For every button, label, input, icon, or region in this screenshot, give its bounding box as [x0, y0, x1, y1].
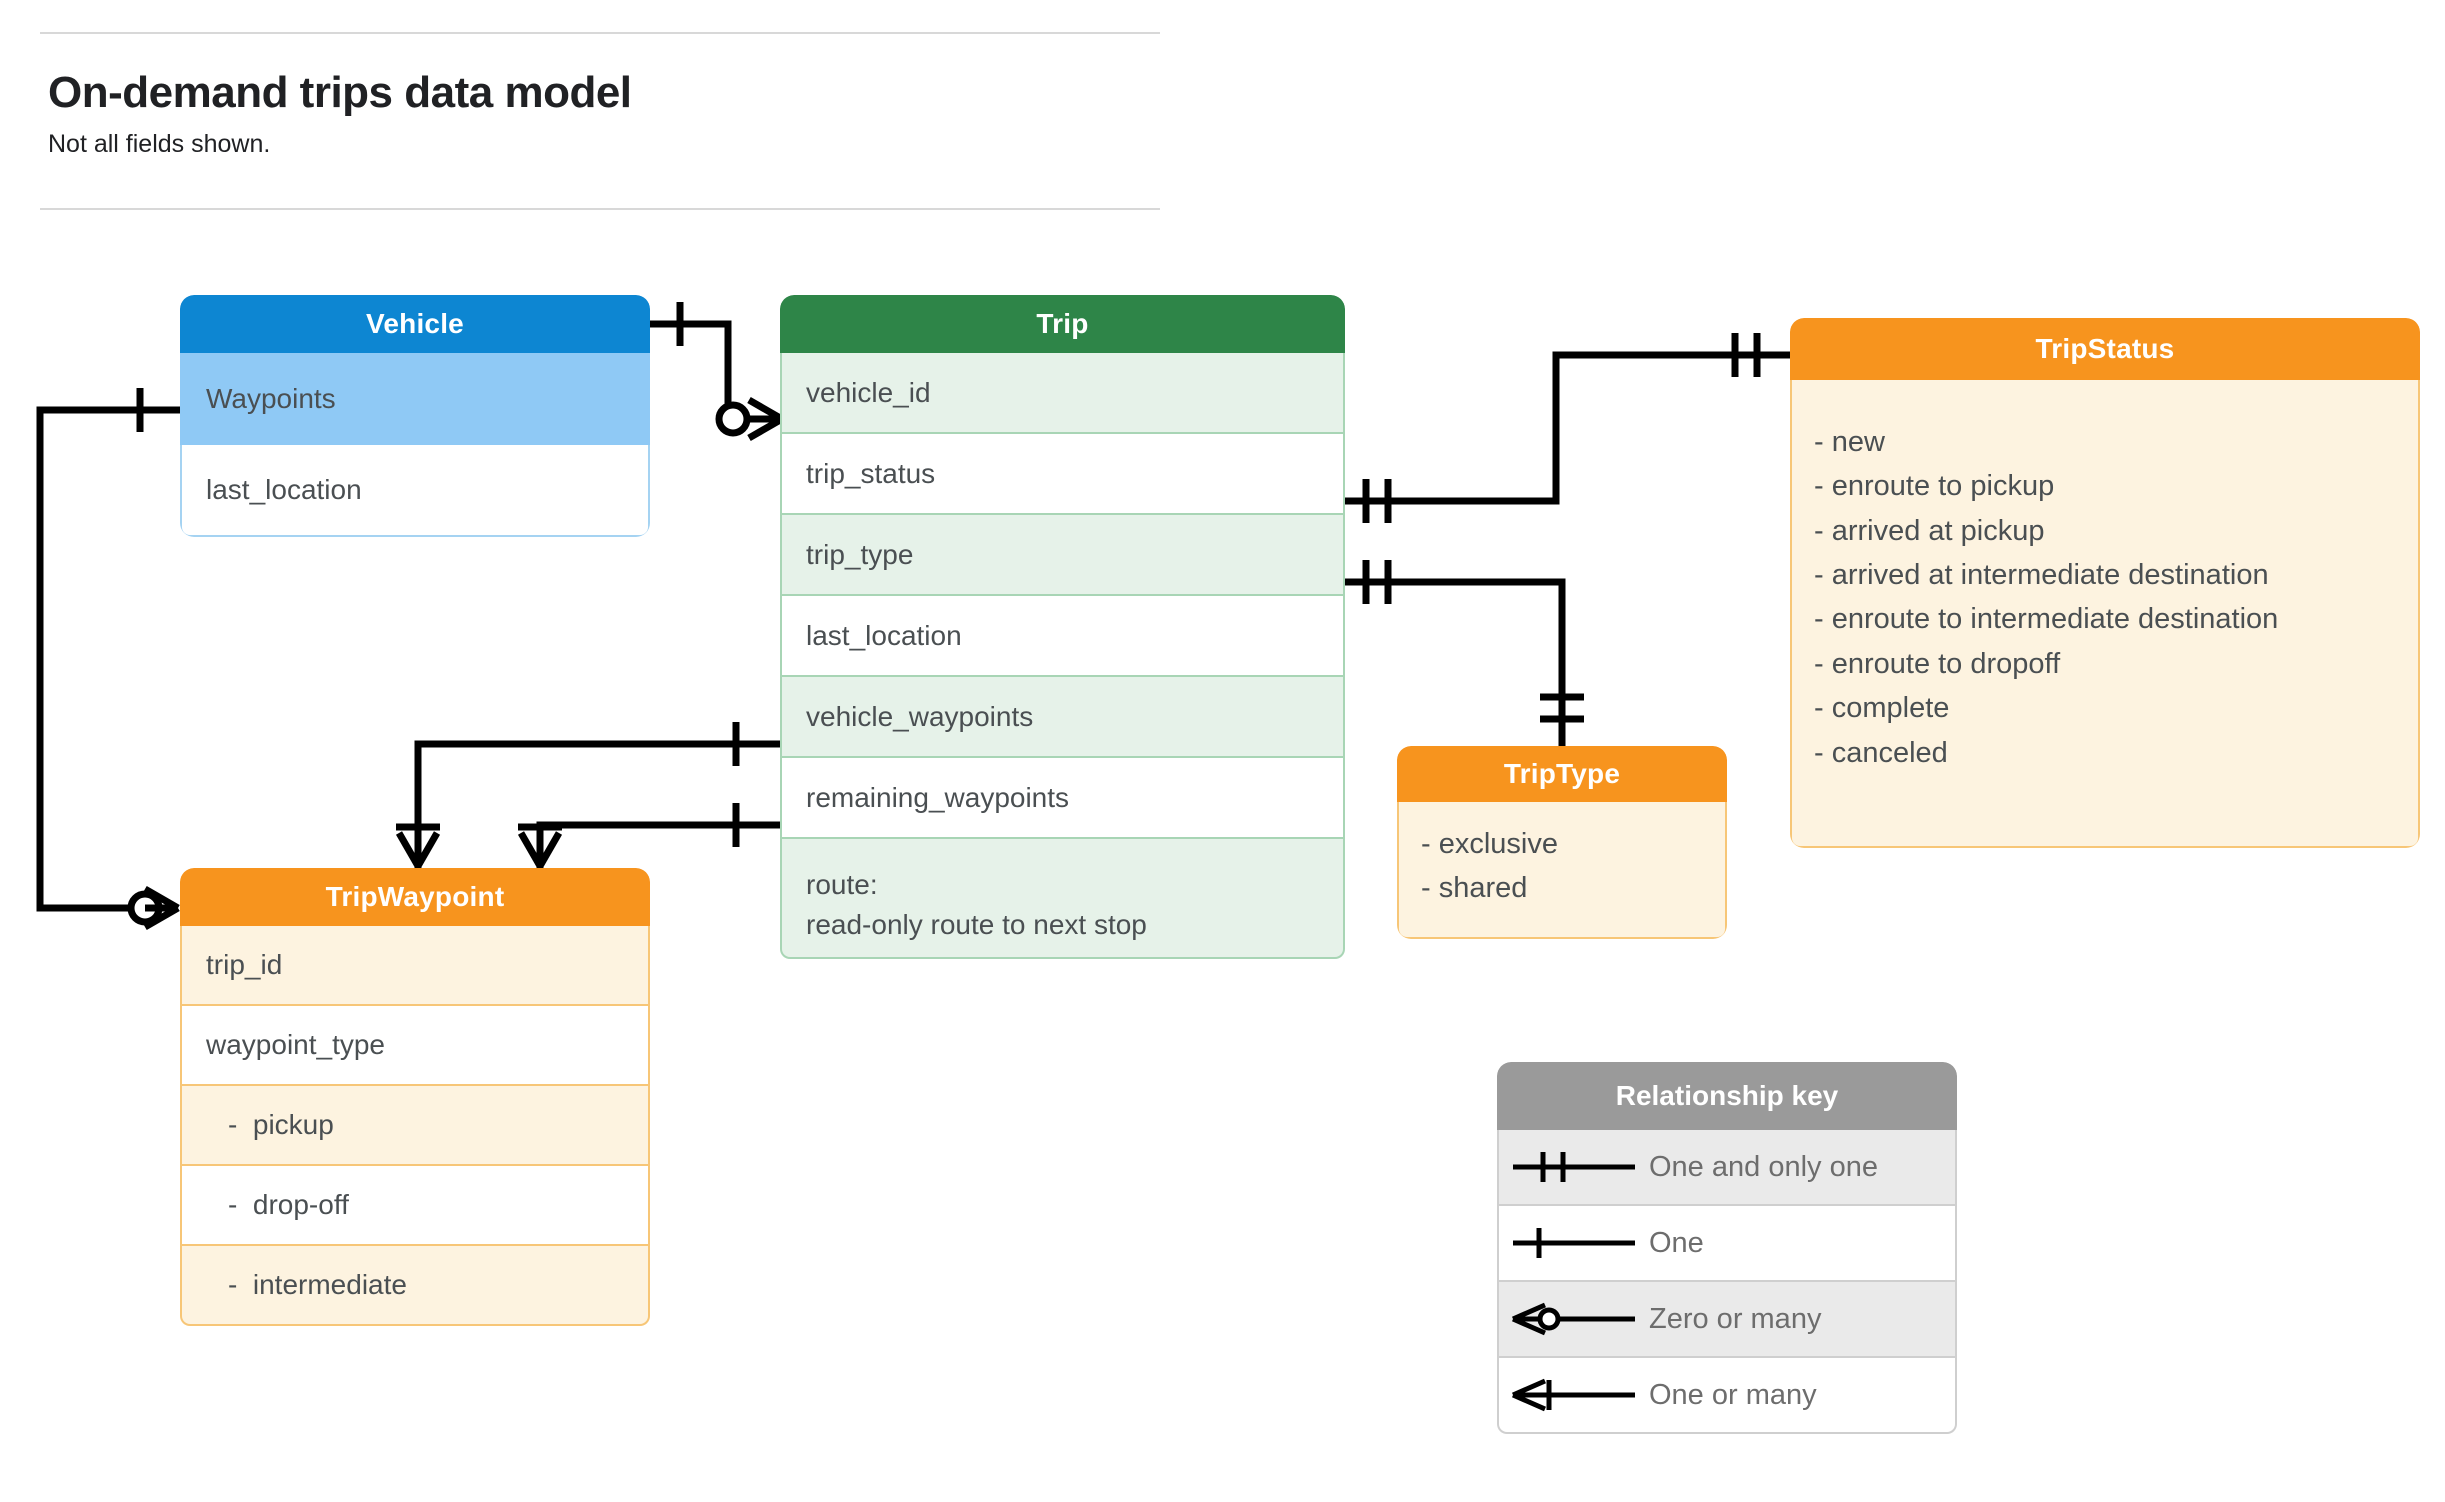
legend-label: One and only one: [1649, 1150, 1878, 1183]
field-vehicle-last-location[interactable]: last_location: [180, 445, 650, 537]
legend-label: One or many: [1649, 1378, 1817, 1411]
legend-row-one-or-many[interactable]: One or many: [1497, 1358, 1957, 1434]
enum-value: - shared: [1421, 872, 1528, 905]
entity-trip-waypoint-title: TripWaypoint: [180, 868, 650, 926]
entity-trip-waypoint[interactable]: TripWaypoint trip_id waypoint_type - pic…: [180, 868, 650, 1354]
entity-trip-type-title: TripType: [1397, 746, 1727, 802]
field-label: vehicle_waypoints: [806, 700, 1034, 732]
header-divider-top: [40, 32, 1160, 34]
relationship-key-legend[interactable]: Relationship key One and only one One: [1497, 1062, 1957, 1463]
enum-value: - arrived at pickup: [1814, 514, 2045, 547]
field-label: trip_id: [206, 949, 283, 980]
legend-row-one[interactable]: One: [1497, 1206, 1957, 1282]
one-or-many-icon: [1499, 1375, 1649, 1415]
entity-trip-title: Trip: [780, 295, 1345, 353]
one-and-only-one-icon: [1499, 1147, 1649, 1187]
enum-value-dropoff[interactable]: - drop-off: [180, 1166, 650, 1246]
field-label: remaining_waypoints: [806, 781, 1070, 813]
field-label: last_location: [806, 619, 962, 651]
enum-value: - new: [1814, 426, 1885, 458]
entity-trip-type[interactable]: TripType - exclusive - shared: [1397, 746, 1727, 939]
field-label: last_location: [206, 474, 362, 505]
enum-value: - pickup: [228, 1109, 334, 1140]
field-trip-trip-status[interactable]: trip_status: [780, 434, 1345, 515]
field-trip-vehicle-id[interactable]: vehicle_id: [780, 353, 1345, 434]
field-label: trip_status: [806, 457, 936, 489]
field-trip-route[interactable]: route: read-only route to next stop: [780, 839, 1345, 959]
field-tripwaypoint-waypoint-type[interactable]: waypoint_type: [180, 1006, 650, 1086]
field-vehicle-waypoints[interactable]: Waypoints: [180, 353, 650, 445]
legend-row-zero-or-many[interactable]: Zero or many: [1497, 1282, 1957, 1358]
entity-vehicle-title: Vehicle: [180, 295, 650, 353]
entity-trip-status[interactable]: TripStatus - new - enroute to pickup - a…: [1790, 318, 2420, 848]
enum-value: - exclusive: [1421, 828, 1558, 860]
field-trip-last-location[interactable]: last_location: [780, 596, 1345, 677]
field-label: Waypoints: [206, 383, 336, 414]
legend-label: Zero or many: [1649, 1302, 1822, 1335]
enum-value: - drop-off: [228, 1189, 349, 1220]
entity-trip-status-values: - new - enroute to pickup - arrived at p…: [1790, 380, 2420, 848]
legend-row-one-and-only-one[interactable]: One and only one: [1497, 1130, 1957, 1206]
entity-trip[interactable]: Trip vehicle_id trip_status trip_type la…: [780, 295, 1345, 1022]
connector-trip-type-to-triptype: [1345, 560, 1584, 746]
enum-value: - enroute to dropoff: [1814, 647, 2061, 680]
enum-value: - arrived at intermediate destination: [1814, 559, 2269, 592]
field-label: route:: [806, 869, 878, 900]
field-trip-vehicle-waypoints[interactable]: vehicle_waypoints: [780, 677, 1345, 758]
legend-label: One: [1649, 1226, 1704, 1259]
enum-value-intermediate[interactable]: - intermediate: [180, 1246, 650, 1326]
field-label: waypoint_type: [206, 1029, 386, 1060]
field-label: trip_type: [806, 538, 914, 570]
field-trip-remaining-waypoints[interactable]: remaining_waypoints: [780, 758, 1345, 839]
entity-trip-type-values: - exclusive - shared: [1397, 802, 1727, 939]
entity-vehicle[interactable]: Vehicle Waypoints last_location: [180, 295, 650, 537]
one-icon: [1499, 1223, 1649, 1263]
enum-value: - canceled: [1814, 736, 1948, 769]
connector-vehicle-to-trip-vehicleid: [650, 302, 784, 442]
enum-value: - enroute to intermediate destination: [1814, 603, 2279, 636]
enum-value: - intermediate: [228, 1269, 407, 1300]
entity-trip-status-title: TripStatus: [1790, 318, 2420, 380]
field-tripwaypoint-trip-id[interactable]: trip_id: [180, 926, 650, 1006]
enum-value: - enroute to pickup: [1814, 470, 2055, 503]
connector-trip-status-to-tripstatus: [1345, 333, 1790, 523]
page-title: On-demand trips data model: [48, 68, 632, 117]
zero-or-many-icon: [1499, 1299, 1649, 1339]
connector-vehicle-waypoints-to-tripwaypoint: [36, 388, 180, 931]
enum-value: - complete: [1814, 692, 1950, 725]
connector-vehicle-waypoints-field-to-tripwaypoint: [395, 722, 780, 868]
page-subtitle: Not all fields shown.: [48, 130, 271, 158]
enum-value-pickup[interactable]: - pickup: [180, 1086, 650, 1166]
legend-title: Relationship key: [1497, 1062, 1957, 1130]
field-description: read-only route to next stop: [806, 908, 1147, 940]
connector-remaining-waypoints-to-tripwaypoint: [517, 803, 780, 868]
field-trip-trip-type[interactable]: trip_type: [780, 515, 1345, 596]
field-label: vehicle_id: [806, 376, 931, 408]
header-divider-bottom: [40, 208, 1160, 210]
